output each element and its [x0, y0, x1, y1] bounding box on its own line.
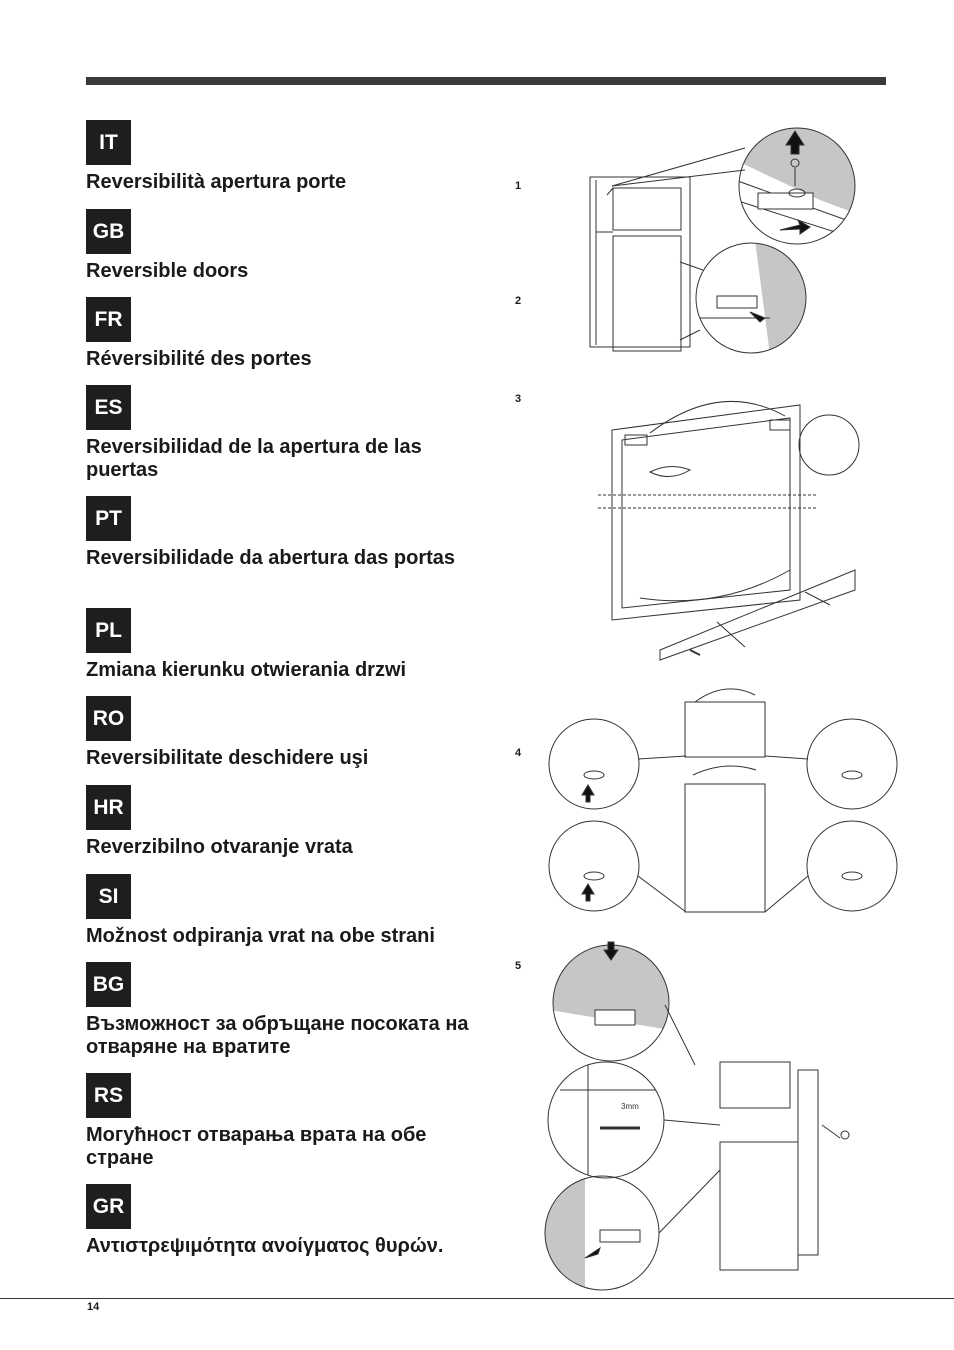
step-number-4: 4: [515, 747, 522, 759]
section-title: Могућност отварања врата на обе стране: [86, 1124, 427, 1169]
language-badge: SI: [86, 874, 131, 919]
fridge-exploded-view-3: [598, 401, 859, 660]
language-badge: RS: [86, 1073, 131, 1118]
step-number-1: 1: [515, 180, 522, 192]
language-badge: GB: [86, 209, 131, 254]
section-rs: RS Могућност отварања врата на обе стран…: [86, 1073, 486, 1170]
fridge-top-view-1-2: [590, 177, 690, 351]
section-title: Reversibilità apertura porte: [86, 171, 347, 193]
section-pl: PL Zmiana kierunku otwierania drzwi: [86, 608, 486, 682]
language-badge: FR: [86, 297, 131, 342]
detail-circle-top-hinge: [612, 125, 860, 244]
bottom-rule: [0, 1298, 954, 1299]
section-title: Възможност за обръщане посоката на отвар…: [86, 1013, 469, 1058]
language-badge: IT: [86, 120, 131, 165]
language-badge: HR: [86, 785, 131, 830]
dimension-label: 3mm: [621, 1102, 639, 1111]
section-title: Reversibilidad de la apertura de las pue…: [86, 436, 422, 481]
section-title: Reversibilidade da abertura das portas: [86, 547, 456, 569]
language-badge: PT: [86, 496, 131, 541]
detail-circle-bottom-hinge: [680, 240, 810, 355]
section-title: Αντιστρεψιμότητα ανοίγματος θυρών.: [86, 1235, 444, 1257]
language-badge: ES: [86, 385, 131, 430]
step-number-3: 3: [515, 393, 522, 405]
section-title: Reversible doors: [86, 260, 249, 282]
section-title: Možnost odpiranja vrat na obe strani: [86, 925, 435, 947]
section-pt: PT Reversibilidade da abertura das porta…: [86, 496, 486, 570]
section-it: IT Reversibilità apertura porte: [86, 120, 486, 194]
section-title: Réversibilité des portes: [86, 348, 312, 370]
section-si: SI Možnost odpiranja vrat na obe strani: [86, 874, 486, 948]
language-badge: RO: [86, 696, 131, 741]
language-badge: BG: [86, 962, 131, 1007]
page-number: 14: [87, 1301, 100, 1313]
section-gr: GR Αντιστρεψιμότητα ανοίγματος θυρών.: [86, 1184, 486, 1258]
section-hr: HR Reverzibilno otvaranje vrata: [86, 785, 486, 859]
section-es: ES Reversibilidad de la apertura de las …: [86, 385, 486, 482]
language-badge: GR: [86, 1184, 131, 1229]
section-title: Zmiana kierunku otwierania drzwi: [86, 659, 407, 681]
door-hinge-diagram-4: [549, 689, 897, 912]
language-badge: PL: [86, 608, 131, 653]
section-fr: FR Réversibilité des portes: [86, 297, 486, 371]
reassembly-diagram-5: 3mm: [545, 942, 849, 1290]
section-ro: RO Reversibilitate deschidere uşi: [86, 696, 486, 770]
door-reversal-illustration: 3mm: [520, 95, 910, 1295]
section-bg: BG Възможност за обръщане посоката на от…: [86, 962, 486, 1059]
section-title: Reverzibilno otvaranje vrata: [86, 836, 353, 858]
section-gb: GB Reversible doors: [86, 209, 486, 283]
top-rule: [86, 77, 886, 85]
step-number-2: 2: [515, 295, 522, 307]
step-number-5: 5: [515, 960, 522, 972]
section-title: Reversibilitate deschidere uşi: [86, 747, 369, 769]
